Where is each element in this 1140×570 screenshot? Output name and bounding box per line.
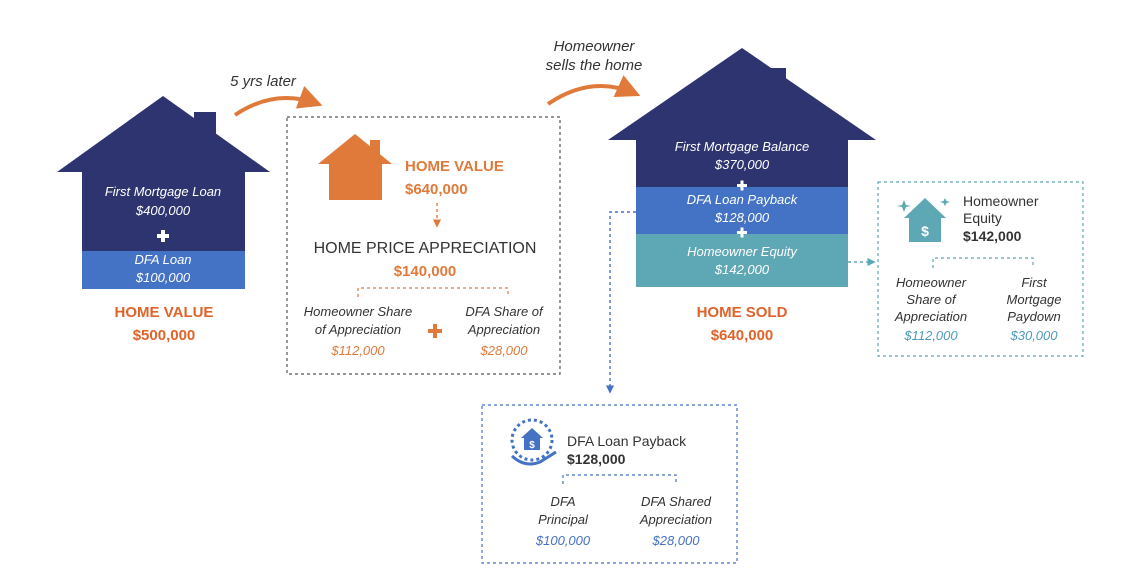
house-3-mortgage-value: $370,000 — [714, 157, 770, 172]
equity-right-value: $30,000 — [1010, 328, 1059, 343]
house-1-dfa-label: DFA Loan — [134, 252, 191, 267]
equity-title-line1: Homeowner — [963, 193, 1039, 209]
arrow2-label-line2: sells the home — [546, 57, 643, 74]
house-3-equity-value: $142,000 — [714, 262, 770, 277]
plus-icon — [737, 227, 747, 238]
house-1-dfa-value: $100,000 — [135, 270, 191, 285]
equity-right-line2: Mortgage — [1007, 292, 1062, 307]
appreciation-box — [286, 116, 561, 375]
svg-text:$: $ — [921, 223, 929, 239]
dfa-share-line2: Appreciation — [467, 322, 540, 337]
step1-home-value: $500,000 — [133, 327, 196, 344]
equity-left-line3: Appreciation — [894, 309, 967, 324]
arrow-icon — [546, 75, 641, 106]
equity-left-line1: Homeowner — [896, 275, 967, 290]
svg-text:$: $ — [529, 440, 535, 451]
equity-box — [877, 181, 1084, 357]
house-3-equity-section — [636, 234, 848, 287]
appreciation-value: $140,000 — [394, 263, 457, 280]
equity-left-value: $112,000 — [903, 328, 958, 343]
house-3-roof — [608, 48, 876, 140]
equity-value: $142,000 — [963, 228, 1022, 244]
dfa-share-line1: DFA Share of — [465, 304, 544, 319]
house-3-dfa-label: DFA Loan Payback — [687, 192, 799, 207]
payback-right-line2: Appreciation — [639, 512, 712, 527]
homeowner-share-value: $112,000 — [330, 343, 385, 358]
payback-connector — [605, 211, 636, 394]
house-3-dfa-section — [636, 187, 848, 235]
payback-bracket — [562, 474, 677, 484]
step2-home-value: $640,000 — [405, 181, 468, 198]
house-1-roof — [57, 96, 270, 172]
payback-left-value: $100,000 — [535, 533, 591, 548]
equity-title-line2: Equity — [963, 210, 1002, 226]
house-icon — [318, 134, 392, 200]
house-3-dfa-value: $128,000 — [714, 210, 770, 225]
payback-left-line1: DFA — [550, 494, 575, 509]
house-1-mortgage-label: First Mortgage Loan — [105, 184, 221, 199]
equity-left-line2: Share of — [906, 292, 957, 307]
hand-dollar-house-icon: $ — [510, 418, 557, 466]
equity-bracket — [932, 257, 1034, 268]
house-1: First Mortgage Loan $400,000 DFA Loan $1… — [57, 96, 270, 289]
arrow-icon — [233, 86, 323, 117]
home-sold-label: HOME SOLD — [697, 304, 788, 321]
payback-right-line1: DFA Shared — [641, 494, 712, 509]
homeowner-share-line2: of Appreciation — [315, 322, 401, 337]
equity-right-line3: Paydown — [1007, 309, 1060, 324]
arrow1-label: 5 yrs later — [230, 73, 297, 90]
payback-left-line2: Principal — [538, 512, 589, 527]
step2-home-value-label: HOME VALUE — [405, 158, 504, 175]
arrow2-label-line1: Homeowner — [554, 38, 636, 55]
house-1-dfa-section — [82, 251, 245, 289]
house-3: First Mortgage Balance $370,000 DFA Loan… — [608, 48, 876, 287]
plus-icon — [157, 230, 169, 242]
home-sold-value: $640,000 — [711, 327, 774, 344]
appreciation-label: HOME PRICE APPRECIATION — [314, 240, 537, 257]
payback-value: $128,000 — [567, 451, 626, 467]
house-3-equity-label: Homeowner Equity — [687, 244, 798, 259]
plus-icon — [428, 324, 442, 338]
plus-icon — [737, 180, 747, 191]
house-3-mortgage-section — [636, 138, 848, 188]
dfa-share-value: $28,000 — [480, 343, 529, 358]
payback-box — [481, 404, 738, 564]
equity-right-line1: First — [1021, 275, 1048, 290]
step1-home-value-label: HOME VALUE — [115, 304, 214, 321]
payback-title: DFA Loan Payback — [567, 433, 687, 449]
dollar-house-icon: $ — [897, 198, 950, 242]
appreciation-bracket — [357, 287, 509, 297]
homeowner-share-line1: Homeowner Share — [304, 304, 412, 319]
house-3-mortgage-label: First Mortgage Balance — [675, 139, 809, 154]
house-1-mortgage-value: $400,000 — [135, 203, 191, 218]
payback-right-value: $28,000 — [652, 533, 701, 548]
